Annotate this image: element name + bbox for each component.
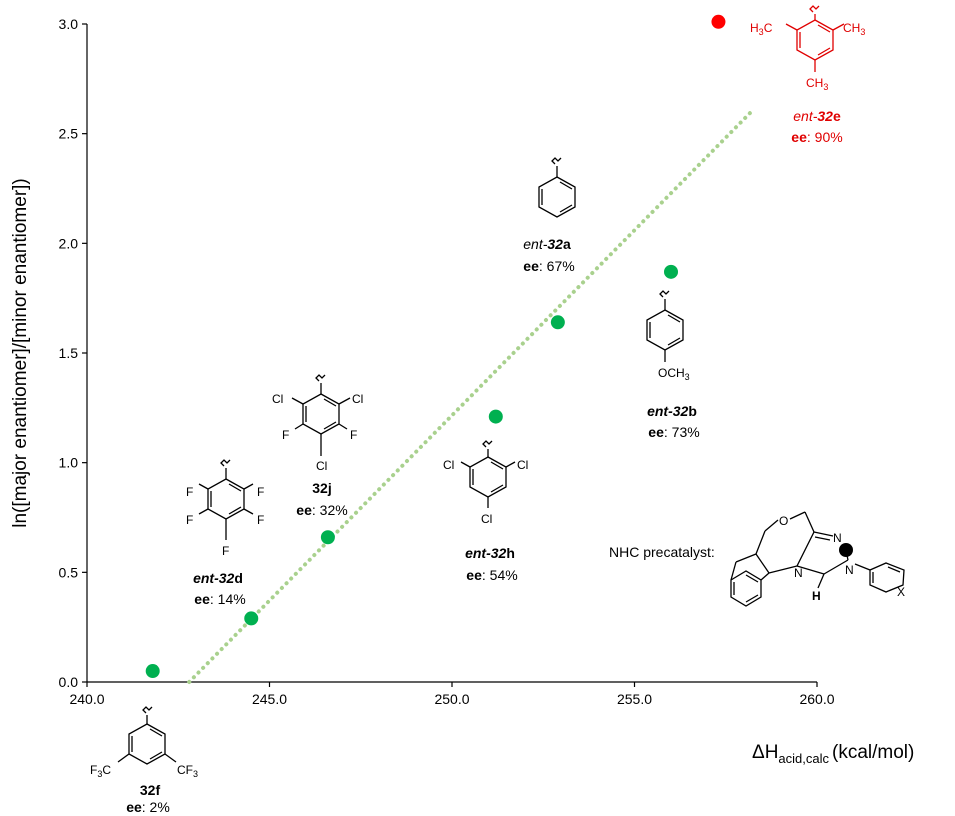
atom-cl-j3: Cl [316, 459, 327, 473]
atom-cl-j1: Cl [272, 392, 283, 406]
atom-ch3-e2: CH3 [806, 76, 828, 92]
y-tick-label: 3.0 [59, 16, 79, 32]
y-tick-label: 2.5 [59, 126, 79, 142]
x-axis-title: ΔHacid,calc(kcal/mol) [752, 742, 914, 766]
x-tick-label: 250.0 [434, 691, 469, 707]
data-point-ent-32a [550, 315, 565, 330]
y-tick-label: 0.5 [59, 564, 79, 580]
atom-f-d2: F [257, 485, 264, 499]
ee-32b: ee: 73% [648, 424, 699, 440]
y-tick-label: 1.0 [59, 455, 79, 471]
atom-f-d1: F [186, 485, 193, 499]
x-tick-label: 240.0 [69, 691, 104, 707]
ee-32h: ee: 54% [466, 567, 517, 583]
label-32f: 32f [140, 782, 161, 798]
atom-f-d4: F [257, 513, 264, 527]
atom-n3-nhc: N [794, 566, 803, 580]
x-tick-label: 245.0 [252, 691, 287, 707]
trendline [187, 109, 754, 684]
label-32a: ent-32a [523, 236, 571, 252]
atom-f3c-left: F3C [90, 763, 111, 779]
atom-h-nhc: H [812, 589, 821, 603]
atom-och3-b: OCH3 [658, 366, 690, 382]
atom-cl-h1: Cl [443, 458, 454, 472]
data-point-32f [145, 664, 160, 679]
structure-32j [291, 374, 351, 456]
data-points [145, 14, 726, 679]
atom-o-nhc: O [779, 514, 788, 528]
atom-n1-nhc: N [833, 531, 842, 545]
structure-32h [460, 440, 516, 508]
atom-f-j1: F [282, 428, 289, 442]
atom-f-d3: F [186, 513, 193, 527]
structure-32e [785, 5, 845, 72]
label-32h: ent-32h [465, 545, 515, 561]
ee-32j: ee: 32% [296, 502, 347, 518]
data-point-ent-32d [244, 611, 259, 626]
x-tick-label: 260.0 [799, 691, 834, 707]
atom-n2-nhc: N [845, 563, 854, 577]
structure-32f [117, 706, 177, 765]
atom-cl-h2: Cl [517, 458, 528, 472]
atom-ch3-e1: CH3 [843, 21, 865, 37]
y-axis-title: ln([major enantiomer]/[minor enantiomer]… [10, 178, 31, 528]
y-ticks: 0.0 0.5 1.0 1.5 2.0 2.5 3.0 [59, 16, 87, 690]
ee-32d: ee: 14% [194, 591, 245, 607]
y-tick-label: 0.0 [59, 674, 79, 690]
data-point-32j [320, 530, 335, 545]
atom-cl-j2: Cl [352, 392, 363, 406]
structure-32b [646, 290, 684, 362]
y-tick-label: 1.5 [59, 345, 79, 361]
label-32j: 32j [312, 480, 331, 496]
data-point-ent-32b [664, 264, 678, 279]
catalyst-label: NHC precatalyst: [609, 544, 715, 560]
atom-f-d5: F [222, 544, 229, 558]
structure-32a [538, 157, 576, 218]
ee-32a: ee: 67% [523, 258, 574, 274]
structure-32d [198, 459, 254, 540]
label-32e: ent-32e [793, 108, 841, 124]
label-32d: ent-32d [193, 570, 243, 586]
atom-f-j2: F [350, 428, 357, 442]
atom-cl-h3: Cl [481, 512, 492, 526]
ee-32f: ee: 2% [126, 799, 170, 815]
structure-nhc-catalyst [730, 511, 905, 607]
y-tick-label: 2.0 [59, 235, 79, 251]
label-32b: ent-32b [647, 403, 697, 419]
atom-cf3-right: CF3 [177, 763, 198, 779]
ee-32e: ee: 90% [791, 129, 842, 145]
data-point-ent-32e [711, 14, 726, 29]
x-tick-label: 255.0 [617, 691, 652, 707]
x-ticks: 240.0 245.0 250.0 255.0 260.0 [69, 682, 835, 707]
data-point-ent-32h [488, 409, 503, 424]
atom-x-nhc: X [897, 585, 905, 599]
atom-h3c-e: H3C [750, 21, 773, 37]
